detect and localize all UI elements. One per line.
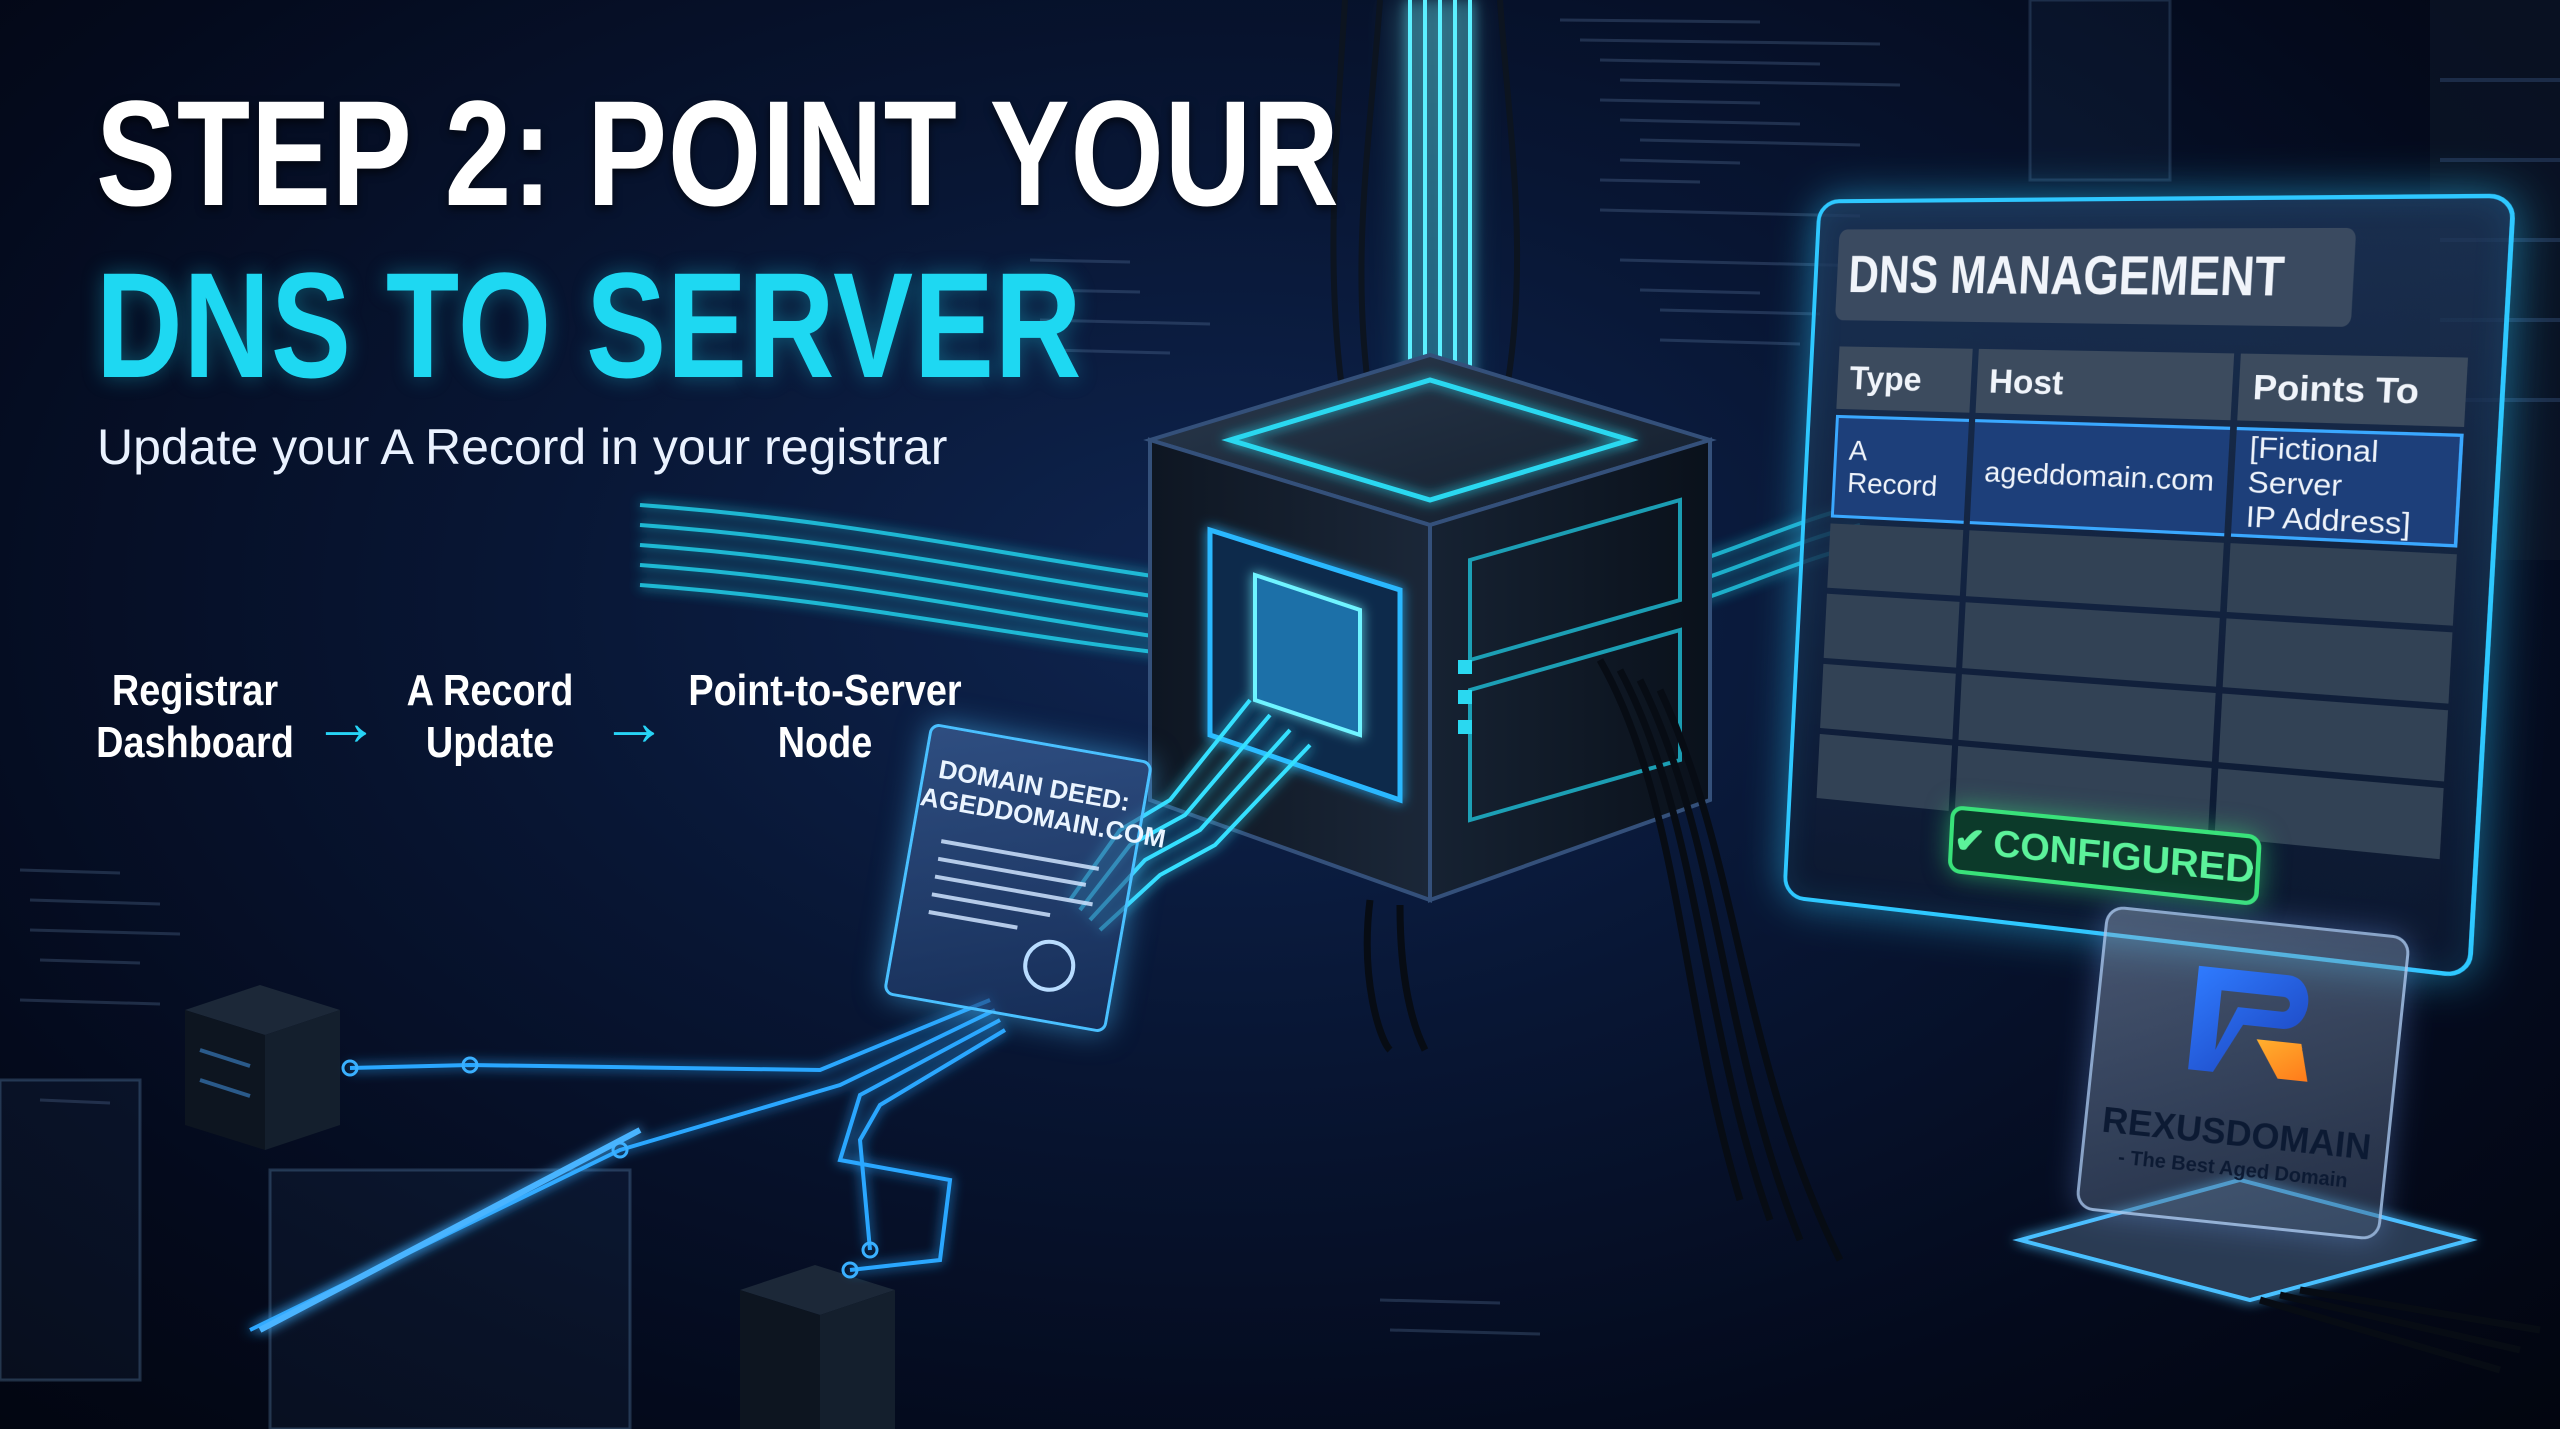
arrow-right-icon: → <box>312 684 380 760</box>
flow-step-line: Update <box>425 718 555 767</box>
column-header-type: Type <box>1836 346 1973 413</box>
flow-step-registrar-dashboard: Registrar Dashboard <box>79 665 311 769</box>
headline-line-1: STEP 2: POINT YOUR <box>96 69 1340 237</box>
empty-cell <box>1965 530 2225 612</box>
rexusdomain-logo-icon <box>2188 965 2309 1082</box>
rexusdomain-logo-plaque: REXUSDOMAIN - The Best Aged Domain <box>2074 904 2412 1242</box>
empty-cell <box>1961 602 2221 687</box>
empty-cell <box>1816 733 1952 811</box>
deed-text-line <box>940 839 1100 871</box>
flow-step-line: Registrar <box>111 666 279 715</box>
status-label: CONFIGURED <box>1992 821 2256 892</box>
arrow-right-icon: → <box>600 684 668 760</box>
seal-icon <box>1019 935 1080 996</box>
cell-record-type: A Record <box>1830 414 1969 524</box>
empty-cell <box>1823 593 1960 668</box>
cell-record-points-to: [Fictional Server IP Address] <box>2231 426 2464 548</box>
empty-cell <box>2227 543 2457 626</box>
empty-cell <box>1827 523 1963 596</box>
dns-management-panel: DNS MANAGEMENT Type Host Points To A Rec… <box>1782 193 2517 979</box>
subtitle: Update your A Record in your registrar <box>97 419 948 475</box>
empty-cell <box>2219 693 2449 782</box>
cell-record-host: ageddomain.com <box>1969 419 2231 537</box>
domain-deed-document: DOMAIN DEED: AGEDDOMAIN.COM <box>882 722 1168 1034</box>
flow-step-line: Dashboard <box>96 718 294 767</box>
flow-step-a-record-update: A Record Update <box>374 665 606 769</box>
flow-step-point-to-server-node: Point-to-Server Node <box>679 665 971 769</box>
column-header-points-to: Points To <box>2237 353 2469 427</box>
flow-step-line: Node <box>777 718 873 767</box>
points-to-line: IP Address] <box>2245 499 2412 541</box>
headline-line-2: DNS TO SERVER <box>96 241 1083 409</box>
column-header-host: Host <box>1975 348 2235 421</box>
points-to-line: [Fictional Server <box>2246 430 2380 503</box>
flow-step-line: Point-to-Server <box>688 666 962 715</box>
empty-cell <box>2223 618 2453 704</box>
checkmark-icon: ✔ <box>1953 817 1987 864</box>
dns-records-table: Type Host Points To A Record ageddomain.… <box>1810 340 2475 866</box>
deed-text-line <box>928 910 1018 930</box>
dns-panel-title: DNS MANAGEMENT <box>1834 227 2357 327</box>
empty-cell <box>1820 663 1956 740</box>
flow-step-line: A Record <box>406 666 574 715</box>
table-header-row: Type Host Points To <box>1836 346 2469 427</box>
